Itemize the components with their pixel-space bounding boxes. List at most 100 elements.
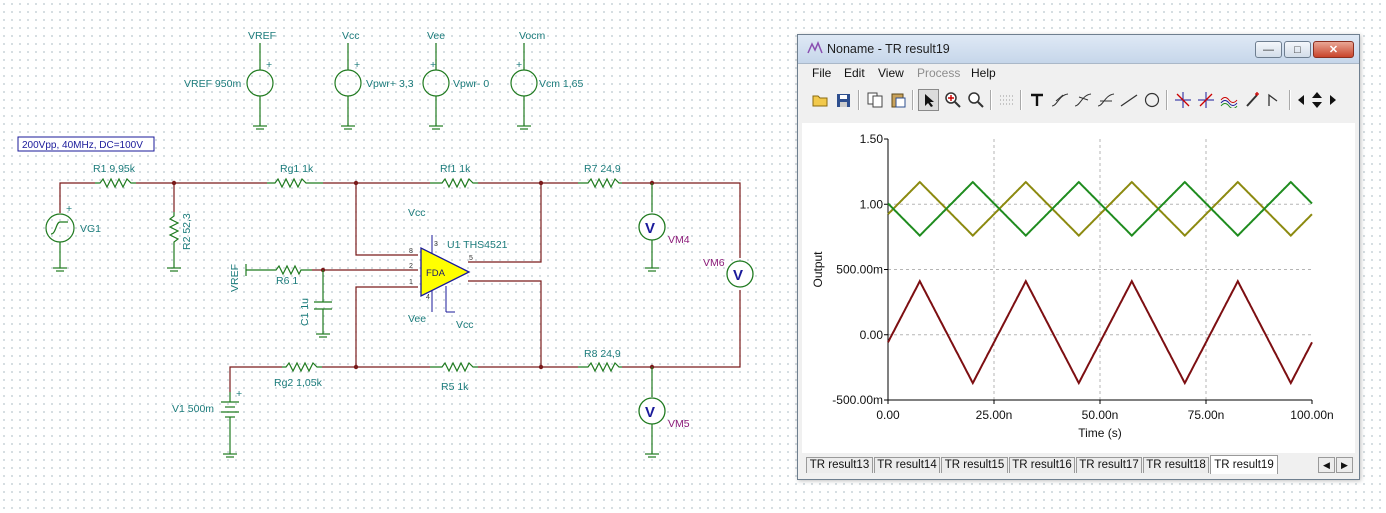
svg-text:Vee: Vee: [408, 313, 426, 325]
pointer-button[interactable]: [918, 89, 939, 111]
resistor-rg1[interactable]: Rg1 1k: [267, 163, 323, 189]
capacitor-c1[interactable]: C1 1u: [299, 270, 332, 338]
app-icon: [807, 41, 823, 60]
vcc-source[interactable]: Vcc + Vpwr+ 3,3: [334, 30, 414, 130]
schematic-canvas[interactable]: VREF + VREF 950m Vcc + Vpwr+ 3,3 Vee + V…: [0, 0, 790, 513]
tab-scroll-left-button[interactable]: ◀: [1318, 457, 1335, 473]
copy-icon: [867, 92, 882, 108]
menu-process[interactable]: Process: [917, 66, 961, 80]
tab-tr-result17[interactable]: TR result17: [1076, 457, 1142, 473]
vref-source[interactable]: VREF + VREF 950m: [184, 30, 276, 130]
voltmeter-vm6[interactable]: V VM6: [703, 257, 754, 288]
y-axis-label: Output: [811, 251, 825, 288]
zoom-100-button[interactable]: [965, 89, 986, 111]
open-button[interactable]: [810, 89, 831, 111]
marker-b-icon: [1197, 92, 1214, 108]
amplifier-u1[interactable]: FDA U1 THS4521 8 2 1 5 3 4: [409, 235, 508, 312]
battery-v1[interactable]: + V1 500m: [172, 388, 242, 458]
x-tick-label: 50.00n: [1082, 408, 1119, 422]
voltmeter-vm5[interactable]: V VM5: [638, 367, 690, 458]
menu-file[interactable]: File: [812, 66, 832, 80]
vocm-source[interactable]: Vocm + Vcm 1,65: [510, 30, 584, 130]
series-line-2: [887, 180, 1313, 238]
y-tick-label: 1.50: [860, 132, 884, 146]
zoom-in-icon: [944, 92, 961, 108]
generator-vg1[interactable]: + VG1: [45, 203, 101, 272]
svg-text:VREF: VREF: [229, 264, 241, 292]
save-button[interactable]: [833, 89, 854, 111]
svg-text:R1 9,95k: R1 9,95k: [93, 163, 136, 175]
scroll-right-button[interactable]: [1326, 89, 1340, 111]
text-button[interactable]: [1026, 89, 1047, 111]
result-window[interactable]: Noname - TR result19 — □ ✕ File Edit Vie…: [797, 34, 1360, 480]
tab-tr-result15[interactable]: TR result15: [941, 457, 1008, 473]
close-button[interactable]: ✕: [1313, 41, 1354, 58]
cursor-b-button[interactable]: [1072, 89, 1093, 111]
resistor-r6[interactable]: R6 1: [270, 264, 312, 287]
svg-text:VM4: VM4: [668, 234, 690, 246]
resistor-r8[interactable]: R8 24,9: [578, 348, 622, 373]
marker-a-button[interactable]: [1172, 89, 1193, 111]
menu-edit[interactable]: Edit: [844, 66, 865, 80]
svg-text:V: V: [733, 267, 743, 284]
tab-tr-result16[interactable]: TR result16: [1009, 457, 1075, 473]
resistor-r1[interactable]: R1 9,95k: [93, 163, 136, 189]
svg-text:R8 24,9: R8 24,9: [584, 348, 621, 360]
tab-tr-result18[interactable]: TR result18: [1143, 457, 1209, 473]
cursor-a-button[interactable]: [1049, 89, 1070, 111]
resistor-r2[interactable]: R2 52,3: [167, 212, 193, 272]
tab-tr-result13[interactable]: TR result13: [806, 457, 873, 473]
toolbar: [806, 87, 1352, 115]
minimize-button[interactable]: —: [1255, 41, 1282, 58]
svg-text:+: +: [516, 59, 522, 71]
tangent-button[interactable]: [1095, 89, 1116, 111]
paste-button[interactable]: [887, 89, 908, 111]
step-icon: [1267, 93, 1277, 106]
paste-icon: [891, 93, 905, 108]
resistor-r5[interactable]: R5 1k: [430, 361, 478, 393]
tab-tr-result14[interactable]: TR result14: [874, 457, 940, 473]
step-button[interactable]: [1264, 89, 1285, 111]
svg-text:FDA: FDA: [426, 268, 446, 279]
line-icon: [1120, 94, 1137, 107]
svg-text:Rf1 1k: Rf1 1k: [440, 163, 471, 175]
scroll-left-icon: [1298, 95, 1304, 105]
svg-text:VG1: VG1: [80, 223, 101, 235]
resistor-rf1[interactable]: Rf1 1k: [430, 163, 478, 189]
minimize-icon: —: [1263, 43, 1274, 56]
svg-text:1: 1: [409, 279, 413, 286]
svg-text:Vpwr- 0: Vpwr- 0: [453, 78, 489, 90]
svg-text:Rg1 1k: Rg1 1k: [280, 163, 314, 175]
voltmeter-vm4[interactable]: V VM4: [638, 183, 690, 272]
menu-view[interactable]: View: [878, 66, 904, 80]
tab-tr-result19[interactable]: TR result19: [1210, 455, 1278, 474]
series-line-3: [887, 279, 1313, 386]
grid-button[interactable]: [996, 89, 1017, 111]
circle-button[interactable]: [1141, 89, 1162, 111]
line-button[interactable]: [1118, 89, 1139, 111]
resistor-r7[interactable]: R7 24,9: [578, 163, 622, 189]
marker-b-button[interactable]: [1195, 89, 1216, 111]
svg-text:VM5: VM5: [668, 418, 690, 430]
vee-source[interactable]: Vee + Vpwr- 0: [422, 30, 489, 130]
y-tick-label: 1.00: [860, 197, 884, 211]
copy-button[interactable]: [864, 89, 885, 111]
curves-button[interactable]: [1218, 89, 1239, 111]
scroll-updown-icon: [1312, 92, 1322, 108]
scroll-left-button[interactable]: [1294, 89, 1308, 111]
x-tick-label: 25.00n: [976, 408, 1013, 422]
text-icon: [1030, 93, 1043, 106]
zoom-in-button[interactable]: [942, 89, 963, 111]
tab-scroll-right-button[interactable]: ▶: [1336, 457, 1353, 473]
resistor-rg2[interactable]: Rg2 1,05k: [274, 361, 323, 389]
scroll-updown-button[interactable]: [1309, 89, 1325, 111]
cursor-b-icon: [1074, 93, 1091, 107]
title-bar[interactable]: Noname - TR result19 — □ ✕: [798, 35, 1359, 64]
svg-text:VM6: VM6: [703, 257, 725, 269]
menu-help[interactable]: Help: [971, 66, 996, 80]
maximize-button[interactable]: □: [1284, 41, 1311, 58]
svg-text:U1 THS4521: U1 THS4521: [447, 239, 508, 251]
pen-button[interactable]: [1241, 89, 1262, 111]
